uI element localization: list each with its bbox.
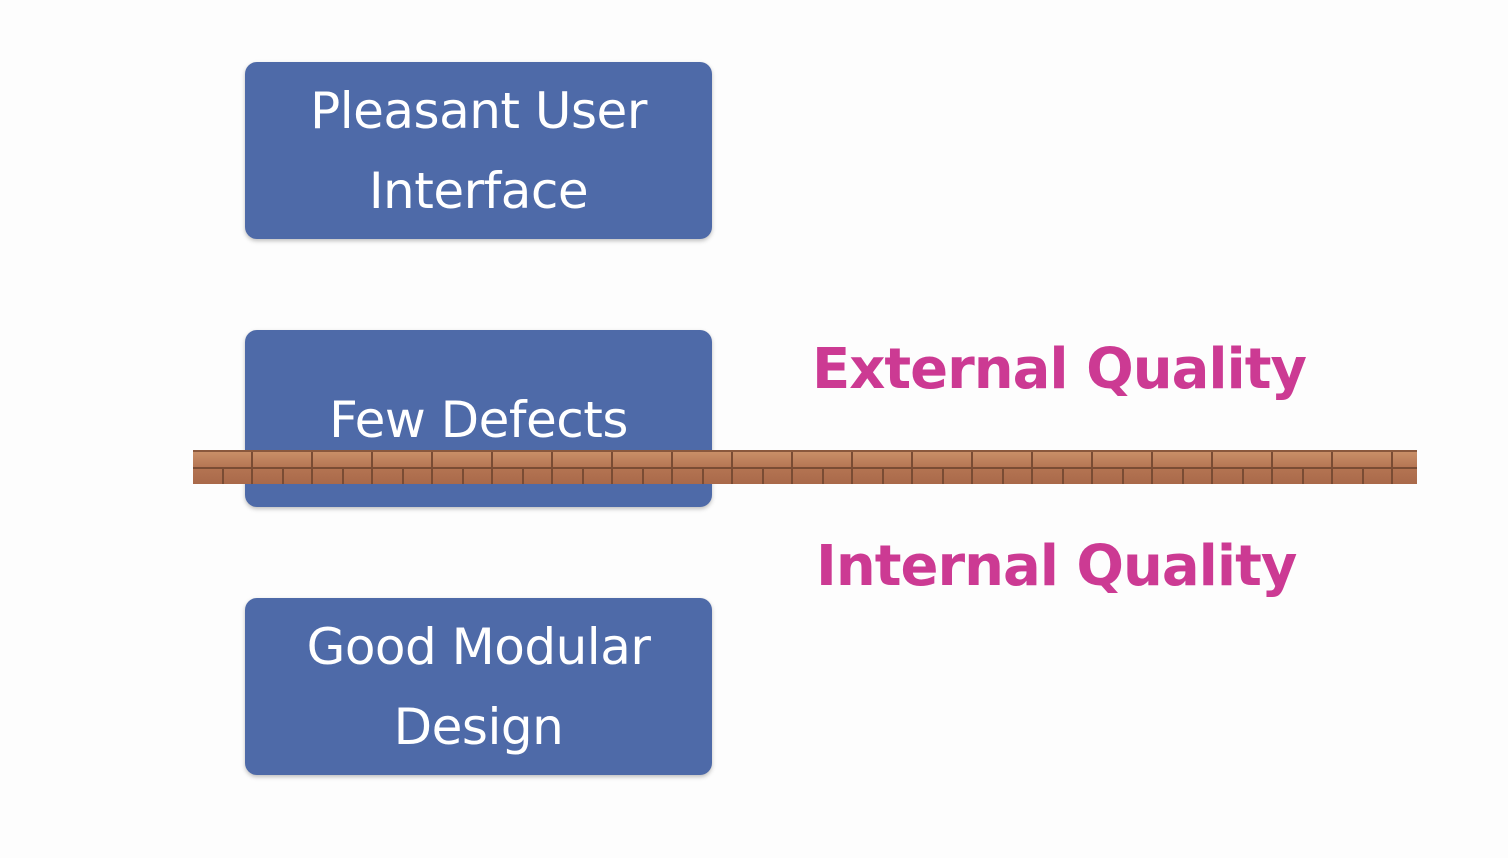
- box-top-line-2: Interface: [368, 161, 589, 220]
- good-modular-design-text: Good Modular Design: [307, 607, 651, 767]
- internal-quality-label: Internal Quality: [816, 534, 1297, 599]
- box-top-line-1: Pleasant User: [310, 81, 647, 140]
- pleasant-user-interface-text: Pleasant User Interface: [310, 71, 647, 231]
- brick-wall-divider: [193, 450, 1417, 484]
- external-quality-label: External Quality: [812, 337, 1307, 402]
- box-bottom-line-2: Design: [393, 697, 564, 756]
- pleasant-user-interface-box: Pleasant User Interface: [245, 62, 712, 239]
- good-modular-design-box: Good Modular Design: [245, 598, 712, 775]
- brick-wall-lower-course: [193, 469, 1417, 484]
- few-defects-text: Few Defects: [329, 391, 628, 449]
- box-bottom-line-1: Good Modular: [306, 617, 651, 676]
